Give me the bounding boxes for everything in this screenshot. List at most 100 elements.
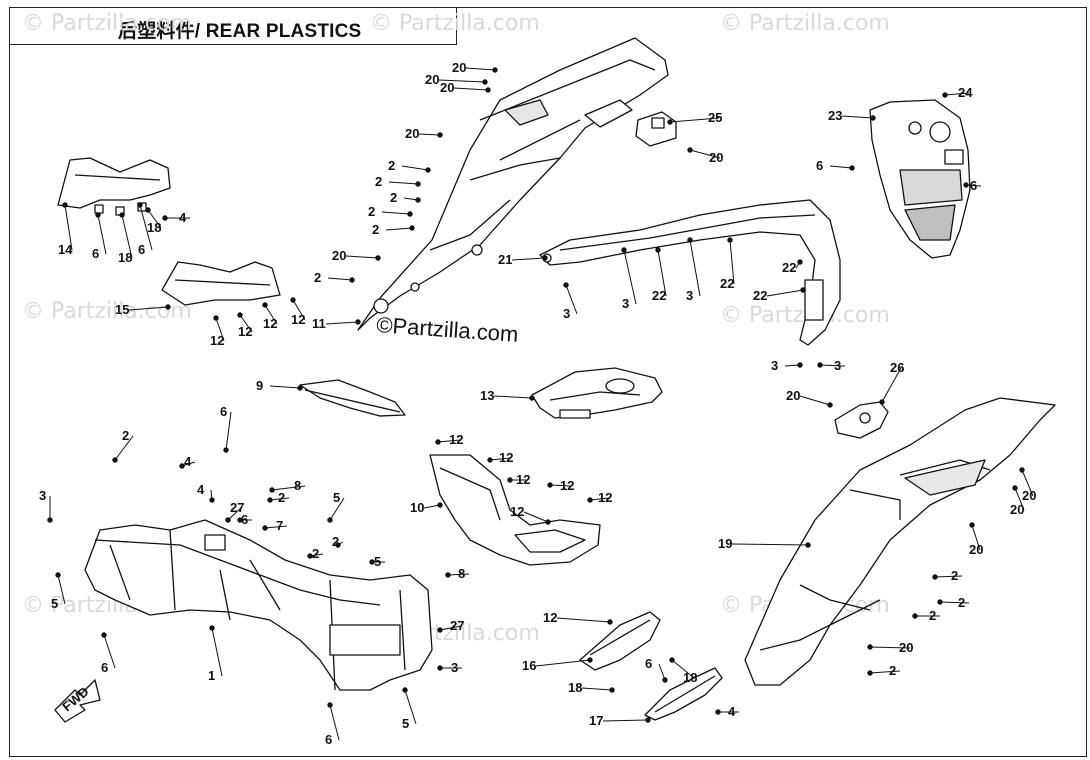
- callout-number: 6: [138, 242, 145, 257]
- fastener-dot: [545, 519, 551, 525]
- leader-line: [239, 314, 253, 333]
- callout-number: 5: [333, 490, 340, 505]
- leader-line: [139, 204, 153, 251]
- fastener-dot: [529, 395, 535, 401]
- fastener-dot: [213, 315, 219, 321]
- leader-line: [345, 255, 379, 259]
- leader-line: [939, 601, 970, 604]
- fastener-dot: [369, 559, 375, 565]
- callout-number: 21: [498, 252, 512, 267]
- part-23-taillight-housing: [869, 99, 971, 259]
- leader-line: [211, 627, 223, 677]
- leader-line: [602, 719, 649, 722]
- callout-number: 20: [899, 640, 913, 655]
- fastener-dot: [225, 517, 231, 523]
- leader-line: [423, 504, 441, 509]
- fastener-dot: [349, 277, 355, 283]
- fastener-dot: [1012, 485, 1018, 491]
- callout-number: 6: [325, 732, 332, 747]
- fastener-dot: [655, 247, 661, 253]
- callout-number: 20: [1022, 488, 1036, 503]
- callout-number: 23: [828, 108, 842, 123]
- callout-number: 18: [568, 680, 582, 695]
- fastener-dot: [797, 259, 803, 265]
- part-19-side-panel: [744, 397, 1056, 686]
- leader-line: [523, 511, 549, 523]
- fastener-dot: [437, 627, 443, 633]
- fastener-dot: [587, 497, 593, 503]
- fastener-dot: [492, 67, 498, 73]
- leader-line: [329, 497, 345, 521]
- leader-line: [329, 704, 340, 741]
- fastener-dot: [435, 439, 441, 445]
- fastener-dot: [237, 312, 243, 318]
- leader-line: [215, 317, 225, 342]
- callout-number: 12: [263, 316, 277, 331]
- callout-number: 2: [390, 190, 397, 205]
- callout-number: 12: [238, 324, 252, 339]
- leader-line: [669, 117, 720, 123]
- fastener-dot: [662, 677, 668, 683]
- leader-line: [103, 634, 116, 669]
- leader-line: [511, 257, 546, 261]
- leader-line: [819, 364, 846, 367]
- callout-number: 8: [294, 478, 301, 493]
- fastener-dot: [485, 87, 491, 93]
- fastener-dot: [912, 613, 918, 619]
- fastener-dot: [669, 657, 675, 663]
- fastener-dot: [805, 542, 811, 548]
- callout-number: 25: [708, 110, 722, 125]
- leader-line: [418, 133, 441, 136]
- leader-line: [657, 249, 667, 297]
- callout-number: 27: [230, 500, 244, 515]
- leader-line: [549, 484, 572, 487]
- fastener-dot: [409, 225, 415, 231]
- fastener-dot: [715, 709, 721, 715]
- callout-number: 2: [314, 270, 321, 285]
- leader-line: [225, 411, 232, 451]
- callout-number: 4: [179, 210, 187, 225]
- callout-number: 20: [332, 248, 346, 263]
- leader-line: [944, 92, 970, 96]
- callout-number: 20: [405, 126, 419, 141]
- callout-number: 3: [563, 306, 570, 321]
- callout-number: 6: [816, 158, 823, 173]
- callout-number: 11: [312, 316, 326, 331]
- leader-line: [535, 659, 591, 667]
- callout-number: 12: [516, 472, 530, 487]
- callout-number: 6: [220, 404, 227, 419]
- fastener-dot: [687, 237, 693, 243]
- fastener-dot: [437, 502, 443, 508]
- callout-number: 2: [278, 490, 285, 505]
- leader-line: [128, 306, 169, 311]
- leader-line: [731, 543, 809, 546]
- leader-line: [581, 687, 613, 691]
- leader-line: [404, 689, 417, 725]
- callout-number: 27: [450, 618, 464, 633]
- fastener-dot: [963, 182, 969, 188]
- leader-line: [565, 284, 578, 315]
- fastener-dot: [425, 167, 431, 173]
- callout-number: 17: [589, 713, 603, 728]
- fastener-dot: [879, 399, 885, 405]
- leader-line: [493, 395, 533, 399]
- fastener-dot: [849, 165, 855, 171]
- fastener-dot: [375, 255, 381, 261]
- fastener-dot: [487, 457, 493, 463]
- watermark: © Partzilla.com: [720, 11, 890, 36]
- fastener-dot: [327, 517, 333, 523]
- callout-number: 13: [480, 388, 494, 403]
- fastener-dot: [209, 625, 215, 631]
- callout-number: 20: [969, 542, 983, 557]
- leader-line: [869, 646, 911, 649]
- fastener-dot: [262, 525, 268, 531]
- callout-number: 10: [410, 500, 424, 515]
- fastener-dot: [355, 319, 361, 325]
- fastener-dot: [800, 287, 806, 293]
- fwd-arrow-icon: [54, 679, 101, 723]
- leader-line: [292, 299, 306, 321]
- watermark: © Partzilla.com: [22, 299, 192, 324]
- callout-number: 22: [753, 288, 767, 303]
- fastener-dot: [932, 574, 938, 580]
- callout-number: 22: [652, 288, 666, 303]
